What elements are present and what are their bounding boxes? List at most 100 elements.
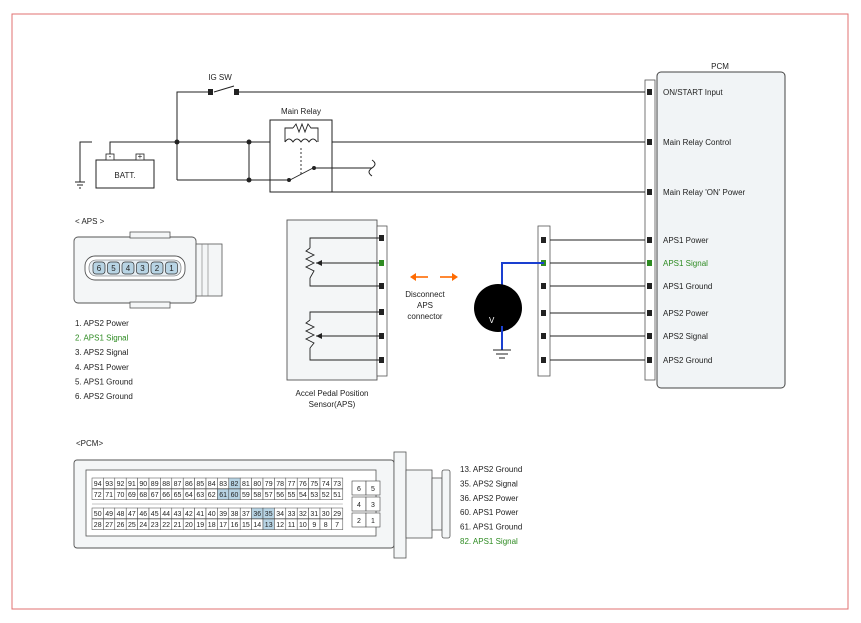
pcm-connector-pin-number: 60 <box>231 492 239 499</box>
pcm-connector-cell <box>331 518 344 530</box>
pcm-side-cell <box>365 512 381 528</box>
pcm-connector-pin-number: 83 <box>219 481 227 488</box>
wire-batt-positive <box>109 141 270 160</box>
pcm-connector-pin-number: 86 <box>185 481 193 488</box>
pcm-connector-pin-number: 56 <box>276 492 284 499</box>
aps-connector-pin <box>92 261 106 275</box>
pcm-side-cell <box>365 496 381 512</box>
pcm-connector-pin-number: 46 <box>139 511 147 518</box>
pcm-connector-pin-number: 37 <box>242 511 250 518</box>
pcm-connector-pin-number: 48 <box>117 511 125 518</box>
pcm-connector-pin-number: 67 <box>151 492 159 499</box>
pcm-connector-pin-number: 20 <box>185 522 193 529</box>
pcm-pin-9 <box>647 357 652 363</box>
pcm-connector-pin-number: 55 <box>288 492 296 499</box>
pcm-connector-pin-number: 24 <box>139 522 147 529</box>
batt-minus: - <box>109 152 112 161</box>
pcm-pin-label: APS2 Ground <box>663 356 712 365</box>
pcm-connector-pin-number: 65 <box>174 492 182 499</box>
pcm-connector-pin-number: 70 <box>117 492 125 499</box>
pcm-connector-pin-number: 21 <box>174 522 182 529</box>
pcm-connector-pin-number: 27 <box>105 522 113 529</box>
pcm-connector-pin-number: 85 <box>196 481 204 488</box>
pcm-connector-pin-number: 78 <box>276 481 284 488</box>
sensor-caption-line2: Sensor(APS) <box>309 400 356 409</box>
pcm-connector-pin-number: 87 <box>174 481 182 488</box>
pcm-connector-pin-number: 91 <box>128 481 136 488</box>
pcm-connector-pin-number: 9 <box>312 522 316 529</box>
pcm-connector-pin-number: 54 <box>299 492 307 499</box>
pcm-connector-pin-number: 68 <box>139 492 147 499</box>
aps-connector-pin-number: 4 <box>126 264 131 273</box>
aps-legend-item: 3. APS2 Signal <box>75 348 129 357</box>
voltmeter: V <box>474 262 544 359</box>
disconnect-line3: connector <box>407 312 442 321</box>
pcm-connector-title: <PCM> <box>76 439 103 448</box>
wire-ig-feed <box>176 91 212 142</box>
pcm-legend-item: 60. APS1 Power <box>460 508 519 517</box>
aps-connector-pin-number: 3 <box>140 264 145 273</box>
pcm-connector-cell <box>331 477 344 489</box>
pcm-pin-label: Main Relay Control <box>663 138 731 147</box>
pcm-connector-pin-number: 75 <box>310 481 318 488</box>
pcm-connector-pin-number: 26 <box>117 522 125 529</box>
pcm-connector-pin-number: 14 <box>253 522 261 529</box>
aps-connector-pin <box>107 261 120 275</box>
pcm-side-pin-number: 6 <box>357 486 361 493</box>
pcm-connector-pin-number: 62 <box>208 492 216 499</box>
harness-pin-4 <box>541 310 546 316</box>
pcm-connector-pin-number: 36 <box>253 511 261 518</box>
pcm-connector-pin-number: 90 <box>139 481 147 488</box>
pcm-legend-item: 61. APS1 Ground <box>460 523 522 532</box>
pcm-box <box>656 71 786 389</box>
pcm-connector-pin-number: 29 <box>333 511 341 518</box>
aps-connector-pin <box>121 261 135 275</box>
pcm-connector-pin-number: 81 <box>242 481 250 488</box>
batt-ground-symbol <box>75 181 85 189</box>
pcm-connector-pin-number: 13 <box>265 522 273 529</box>
pcm-connector-pin-number: 10 <box>299 522 307 529</box>
sensor-pin-6 <box>379 357 384 363</box>
harness-pin-1 <box>541 237 546 243</box>
aps-legend-item: 6. APS2 Ground <box>75 392 133 401</box>
aps-connector-pin <box>136 261 149 275</box>
disconnect-line1: Disconnect <box>405 290 445 299</box>
pcm-connector-pin-number: 74 <box>322 481 330 488</box>
pcm-connector-pin-number: 80 <box>253 481 261 488</box>
voltmeter-label: V <box>489 316 495 325</box>
pcm-connector-pin-number: 19 <box>196 522 204 529</box>
harness-pin-6 <box>541 357 546 363</box>
pcm-connector-pin-number: 89 <box>151 481 159 488</box>
pcm-connector-pin-number: 39 <box>219 511 227 518</box>
pcm-pin-6 <box>647 283 652 289</box>
pcm-connector-pin-number: 77 <box>288 481 296 488</box>
pcm-pin-label: APS1 Ground <box>663 282 712 291</box>
pcm-connector-strip <box>644 79 656 381</box>
pcm-legend-item: 36. APS2 Power <box>460 494 519 503</box>
sensor-pin-4 <box>379 309 384 315</box>
aps-legend-item: 1. APS2 Power <box>75 319 129 328</box>
batt-label: BATT. <box>114 171 135 180</box>
pcm-connector-pin-number: 66 <box>162 492 170 499</box>
pcm-connector-pin-number: 7 <box>335 522 339 529</box>
pcm-connector-pin-number: 41 <box>196 511 204 518</box>
pcm-connector-pin-number: 23 <box>151 522 159 529</box>
sensor-pin-2 <box>379 260 384 266</box>
disconnect-line2: APS <box>417 301 433 310</box>
pcm-title: PCM <box>711 62 729 71</box>
pcm-pin-label: APS1 Signal <box>663 259 708 268</box>
pcm-connector-pin-number: 16 <box>231 522 239 529</box>
aps-connector-pin-number: 1 <box>169 264 174 273</box>
wire-relay-on-power <box>331 168 645 193</box>
batt-plus: + <box>138 152 143 161</box>
pcm-connector-pin-number: 49 <box>105 511 113 518</box>
pcm-connector-pin-number: 31 <box>310 511 318 518</box>
aps-connector-pin <box>150 261 164 275</box>
pcm-connector-pin-number: 11 <box>288 522 295 529</box>
pcm-connector-pin-number: 15 <box>242 522 250 529</box>
pcm-connector-pin-number: 53 <box>310 492 318 499</box>
pcm-connector-pin-number: 73 <box>333 481 341 488</box>
